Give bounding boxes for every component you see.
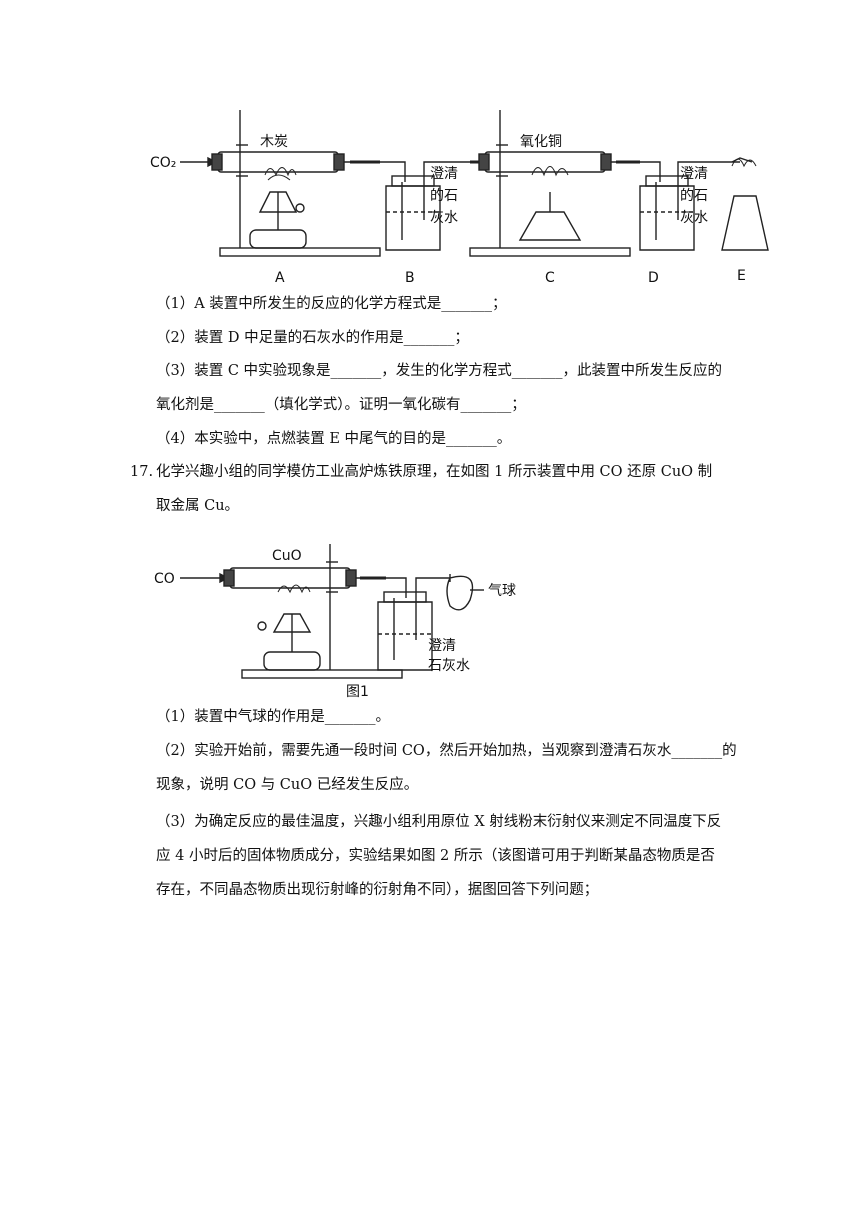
apparatus-letter-d: D [648,270,659,286]
q17-line-4: （3）为确定反应的最佳温度，兴趣小组利用原位 X 射线粉末衍射仪来测定不同温度下… [156,814,722,830]
apparatus-letter-e: E [737,268,746,284]
q17-line-6: 存在，不同晶态物质出现衍射峰的衍射角不同），据图回答下列问题； [156,882,599,898]
limewater-label-2: 石灰水 [428,658,470,674]
limewater-b-label-2: 的石 [430,188,458,204]
apparatus-diagram-top: CO₂ 木炭 氧化铜 澄清 的石 灰水 澄清 的石 灰水 A B C D E [150,110,769,286]
limewater-d-label-2: 的石 [680,188,708,204]
q17-intro-line-1: 化学兴趣小组的同学模仿工业高炉炼铁原理，在如图 1 所示装置中用 CO 还原 C… [156,464,713,480]
apparatus-letter-a: A [275,270,285,286]
co2-label: CO₂ [150,155,176,171]
q17-line-2: （2）实验开始前，需要先通一段时间 CO，然后开始加热，当观察到澄清石灰水___… [156,743,737,759]
q16-line-5: （4）本实验中，点燃装置 E 中尾气的目的是_______。 [156,431,512,447]
limewater-label-1: 澄清 [428,638,456,654]
q16-line-2: （2）装置 D 中足量的石灰水的作用是_______； [156,330,469,346]
q16-line-3: （3）装置 C 中实验现象是_______，发生的化学方程式_______，此装… [156,363,723,379]
figure-1-caption: 图1 [346,684,369,700]
copper-oxide-label: 氧化铜 [520,134,562,150]
q17-line-3: 现象，说明 CO 与 CuO 已经发生反应。 [156,777,419,793]
limewater-d-label-3: 灰水 [680,210,708,226]
q17-line-5: 应 4 小时后的固体物质成分，实验结果如图 2 所示（该图谱可用于判断某晶态物质… [156,848,715,864]
limewater-d-label-1: 澄清 [680,166,708,182]
q16-line-1: （1）A 装置中所发生的反应的化学方程式是_______； [156,296,507,312]
limewater-b-label-1: 澄清 [430,166,458,182]
balloon-label: 气球 [488,583,516,599]
q16-line-4: 氧化剂是_______（填化学式）。证明一氧化碳有_______； [156,397,526,413]
q17-line-1: （1）装置中气球的作用是_______。 [156,709,390,725]
q17-intro-line-2: 取金属 Cu。 [156,498,240,514]
apparatus-diagram-figure-1: CO CuO 气球 澄清 石灰水 图1 [154,544,516,700]
question-number-17: 17. [130,464,154,480]
cuo-label: CuO [272,548,302,564]
apparatus-letter-b: B [405,270,415,286]
charcoal-label: 木炭 [260,134,288,150]
apparatus-letter-c: C [545,270,555,286]
co-inlet-label: CO [154,571,175,587]
limewater-b-label-3: 灰水 [430,210,458,226]
